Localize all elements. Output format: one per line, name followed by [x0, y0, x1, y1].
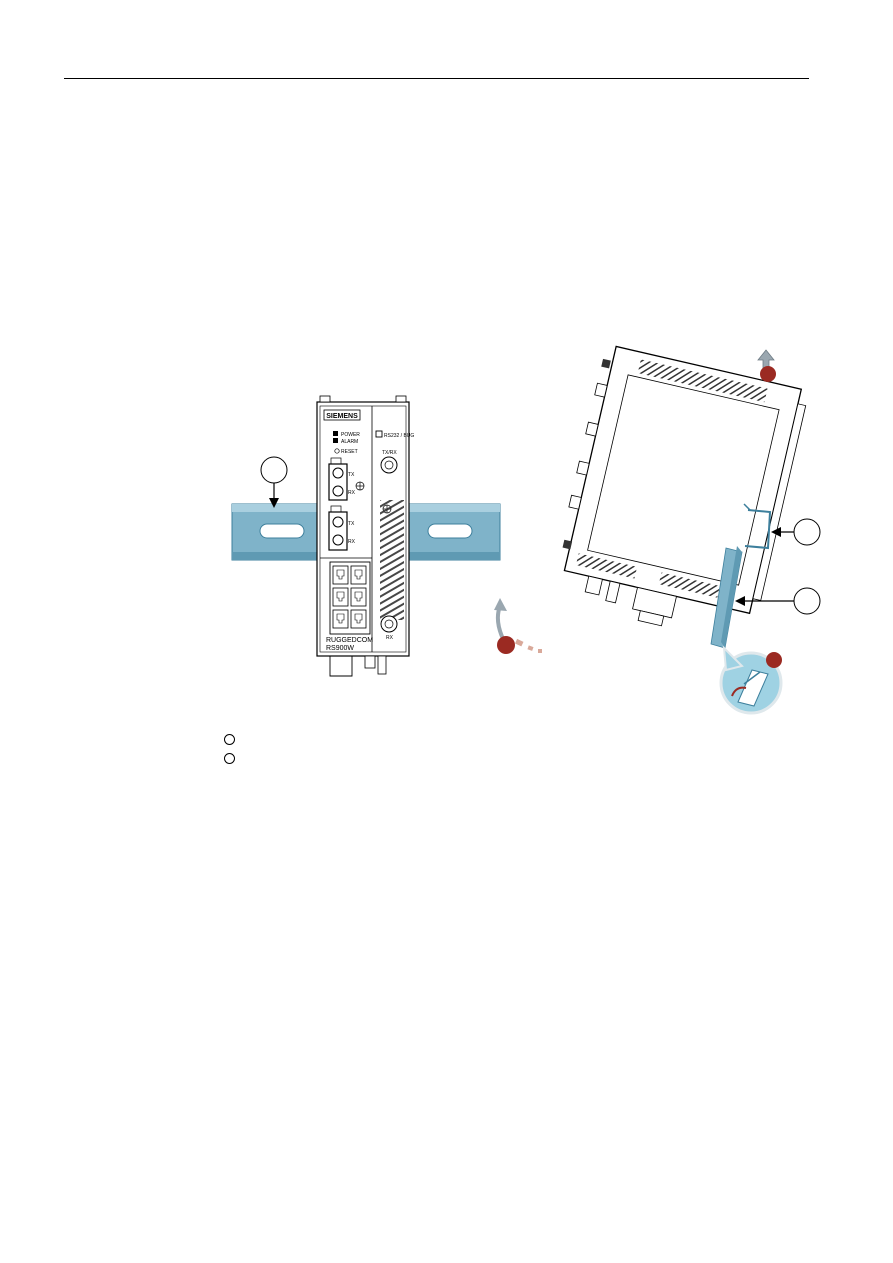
step-rotate — [494, 598, 542, 654]
clip-bracket — [743, 503, 772, 550]
legend — [224, 734, 264, 770]
device-side-view — [562, 345, 807, 627]
header-rule — [64, 78, 809, 79]
reset-label: RESET — [341, 449, 358, 455]
figure-drawing: SIEMENS POWER ALARM RESET TX RX TX RX — [231, 345, 821, 715]
port2-rx-label: RX — [348, 539, 356, 545]
callout-clip-bracket — [771, 518, 821, 546]
debug-label: RS232 / BUG — [384, 433, 414, 439]
led-power-label: POWER — [341, 432, 360, 438]
led-alarm-label: ALARM — [341, 439, 358, 445]
callout-din-rail-front — [260, 456, 288, 508]
port2-tx-label: TX — [348, 521, 355, 527]
port1-tx-label: TX — [348, 472, 355, 478]
step-lift-up — [757, 349, 776, 382]
device-front-view: SIEMENS POWER ALARM RESET TX RX TX RX — [316, 395, 414, 677]
legend-marker-2 — [224, 753, 235, 764]
bottom-rx-label: RX — [386, 635, 394, 641]
din-rail-mounting-figure: SIEMENS POWER ALARM RESET TX RX TX RX — [0, 330, 893, 730]
legend-marker-1 — [224, 734, 235, 745]
callout-rail-edge — [735, 587, 821, 615]
model-line-1: RUGGEDCOM — [326, 637, 373, 644]
port1-rx-label: RX — [348, 490, 356, 496]
model-line-2: RS900W — [326, 645, 354, 652]
step-detail — [719, 645, 783, 715]
txrx-label: TX/RX — [382, 450, 397, 456]
brand-label: SIEMENS — [326, 413, 358, 420]
